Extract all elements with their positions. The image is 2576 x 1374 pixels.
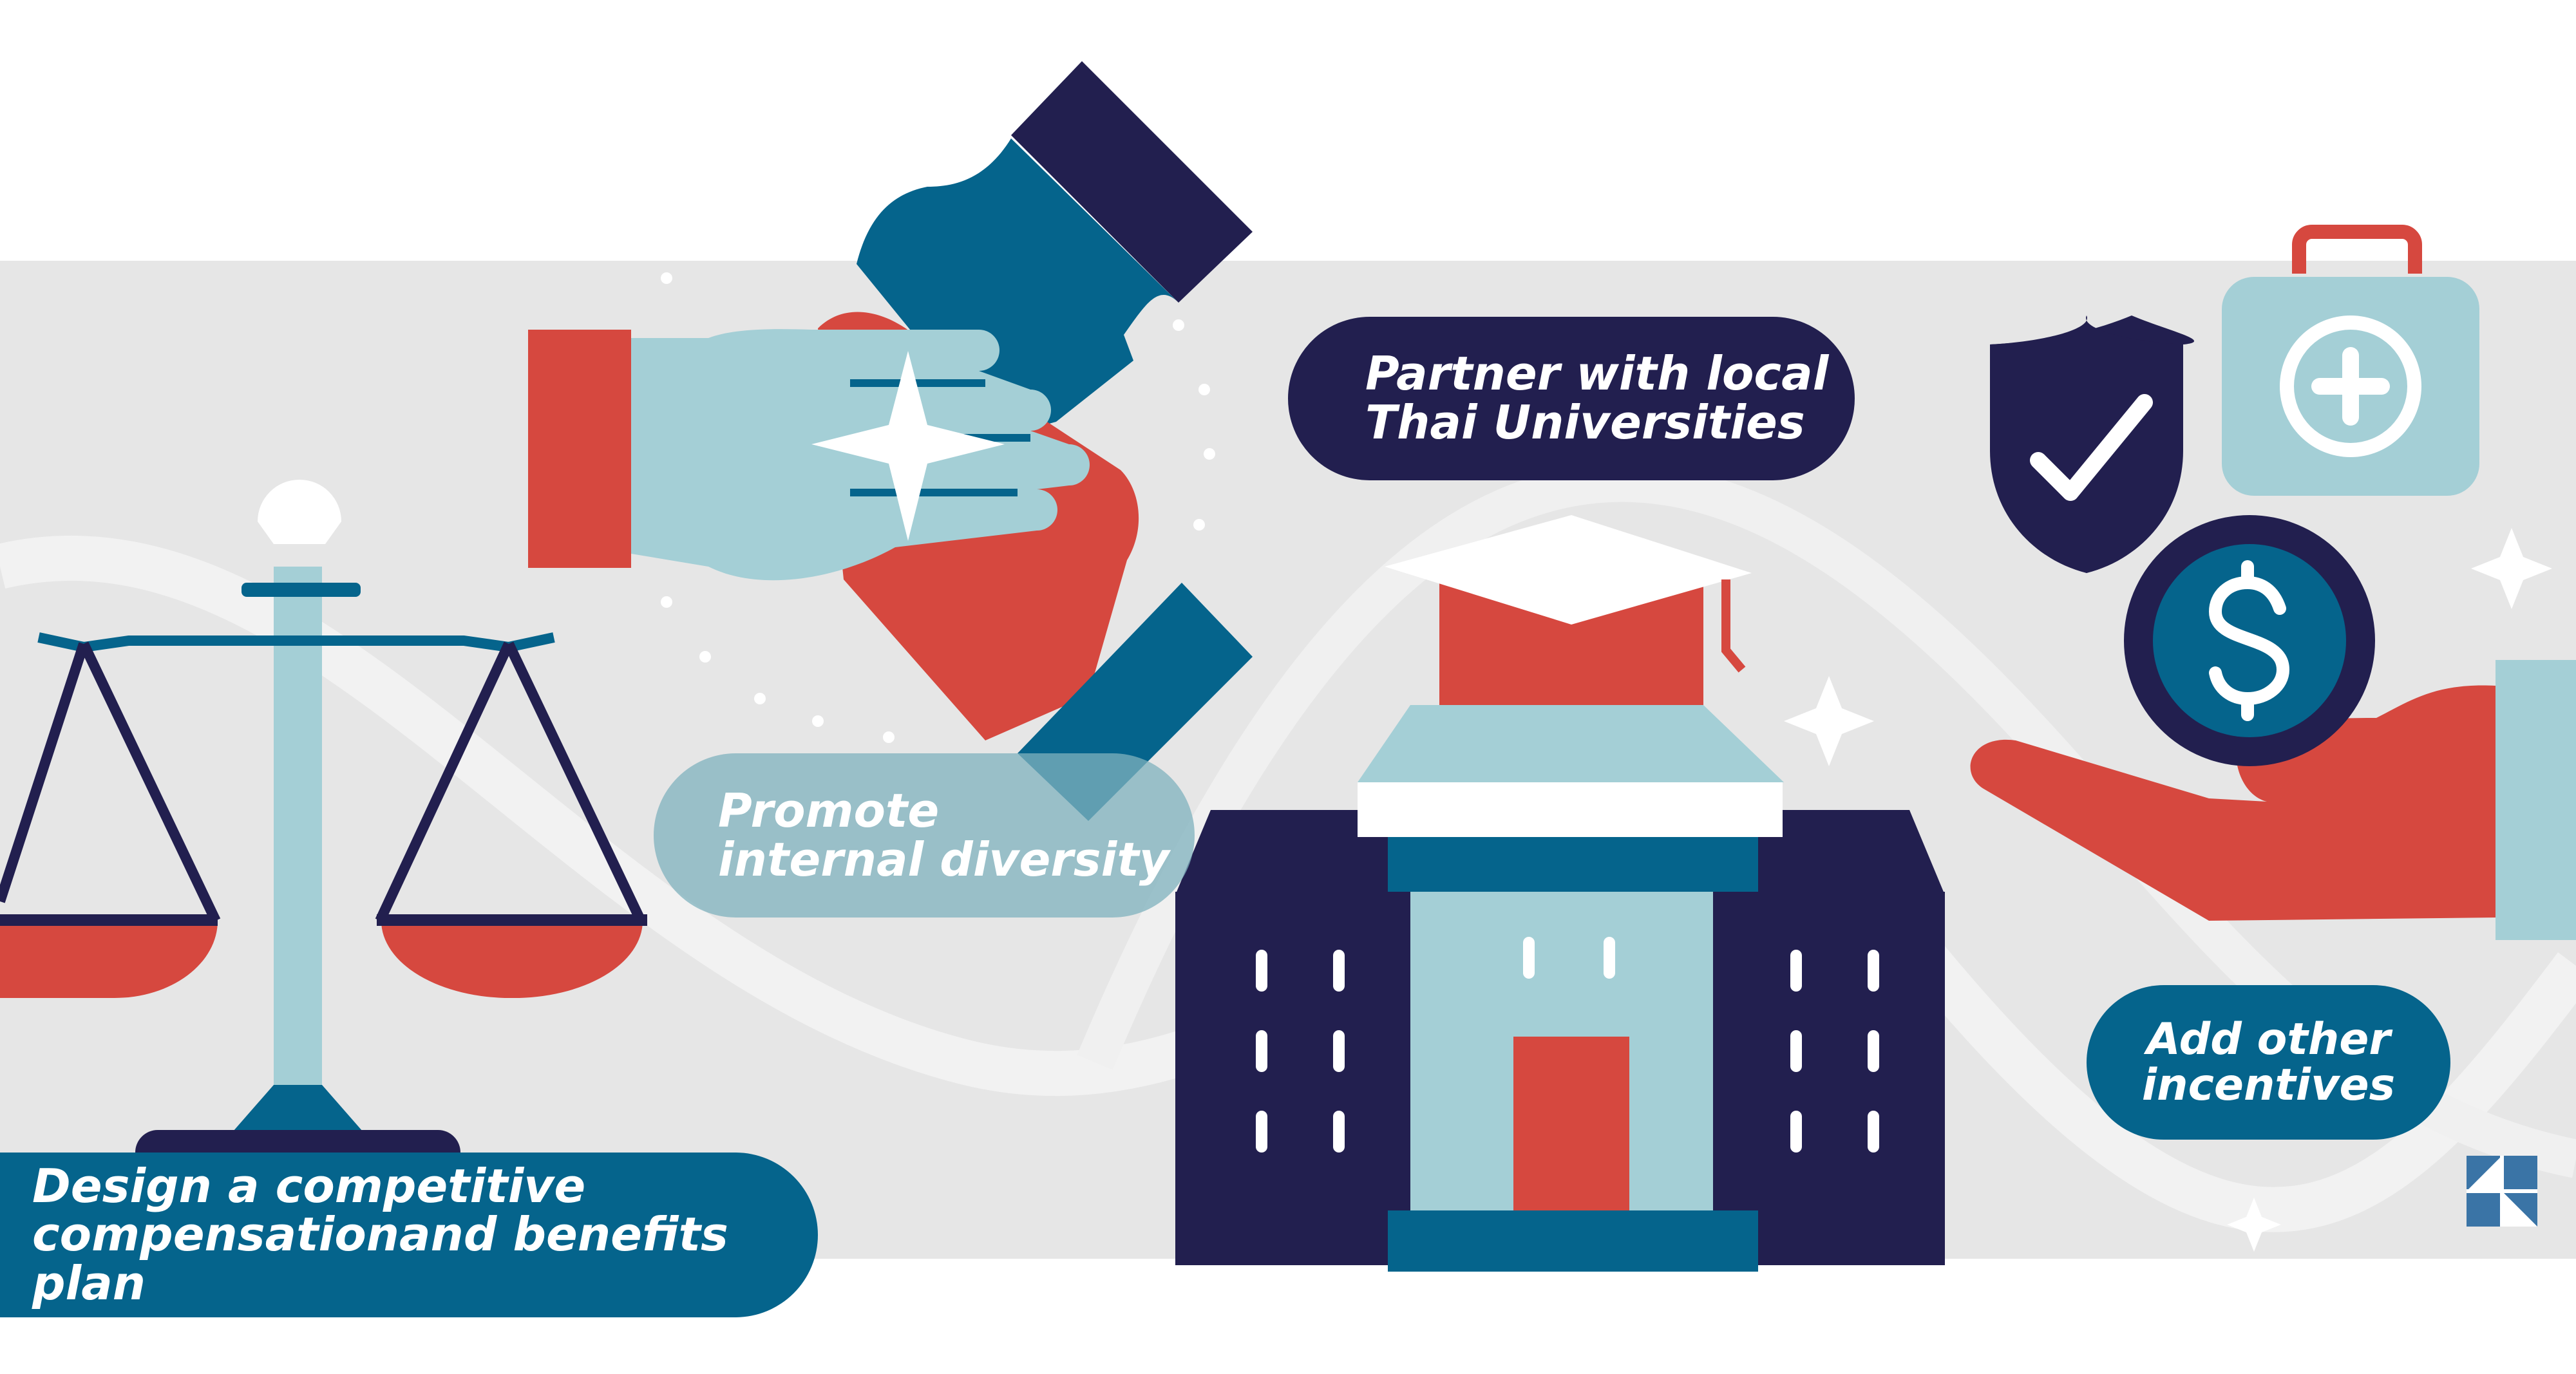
open-hand-icon: [1970, 660, 2576, 940]
diversity-label: Promote internal diversity: [654, 753, 1195, 918]
handshake-icon: [528, 61, 1253, 821]
incentives-text: Add other incentives: [2141, 1013, 2396, 1111]
graduation-building-icon: [1175, 515, 1945, 1272]
dot-trail-decoration: [661, 272, 1215, 743]
compensation-label: Design a competitive compensationand ben…: [0, 1153, 818, 1317]
dollar-coin-icon: [2124, 515, 2375, 766]
medical-kit-icon: [2222, 225, 2479, 496]
universities-label: Partner with local Thai Universities: [1288, 317, 1855, 480]
universities-text: Partner with local Thai Universities: [1365, 346, 1829, 449]
shield-check-icon: [1990, 315, 2195, 573]
diversity-text: Promote internal diversity: [718, 783, 1170, 887]
compensation-text: Design a competitive compensationand ben…: [32, 1158, 728, 1310]
incentives-label: Add other incentives: [2087, 985, 2450, 1140]
balance-scale-icon: [0, 479, 647, 1175]
logo-icon: [2467, 1156, 2537, 1227]
